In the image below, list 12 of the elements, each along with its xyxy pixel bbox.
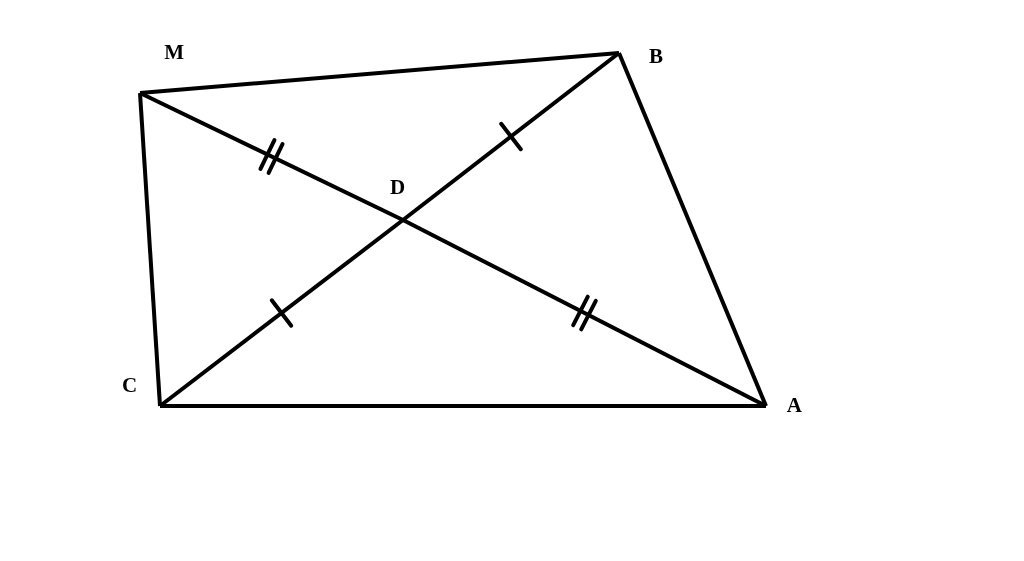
point-label: D — [390, 176, 406, 198]
line-segment — [139, 91, 404, 222]
line-segment — [617, 52, 768, 407]
point-label: C — [122, 374, 138, 396]
line-segment — [160, 404, 766, 408]
line-segment — [138, 92, 162, 407]
line-segment — [139, 51, 620, 95]
point-label: B — [649, 45, 663, 67]
line-segment — [401, 51, 621, 222]
point-label: A — [786, 394, 802, 416]
line-segment — [402, 218, 767, 408]
point-label: M — [164, 41, 184, 63]
